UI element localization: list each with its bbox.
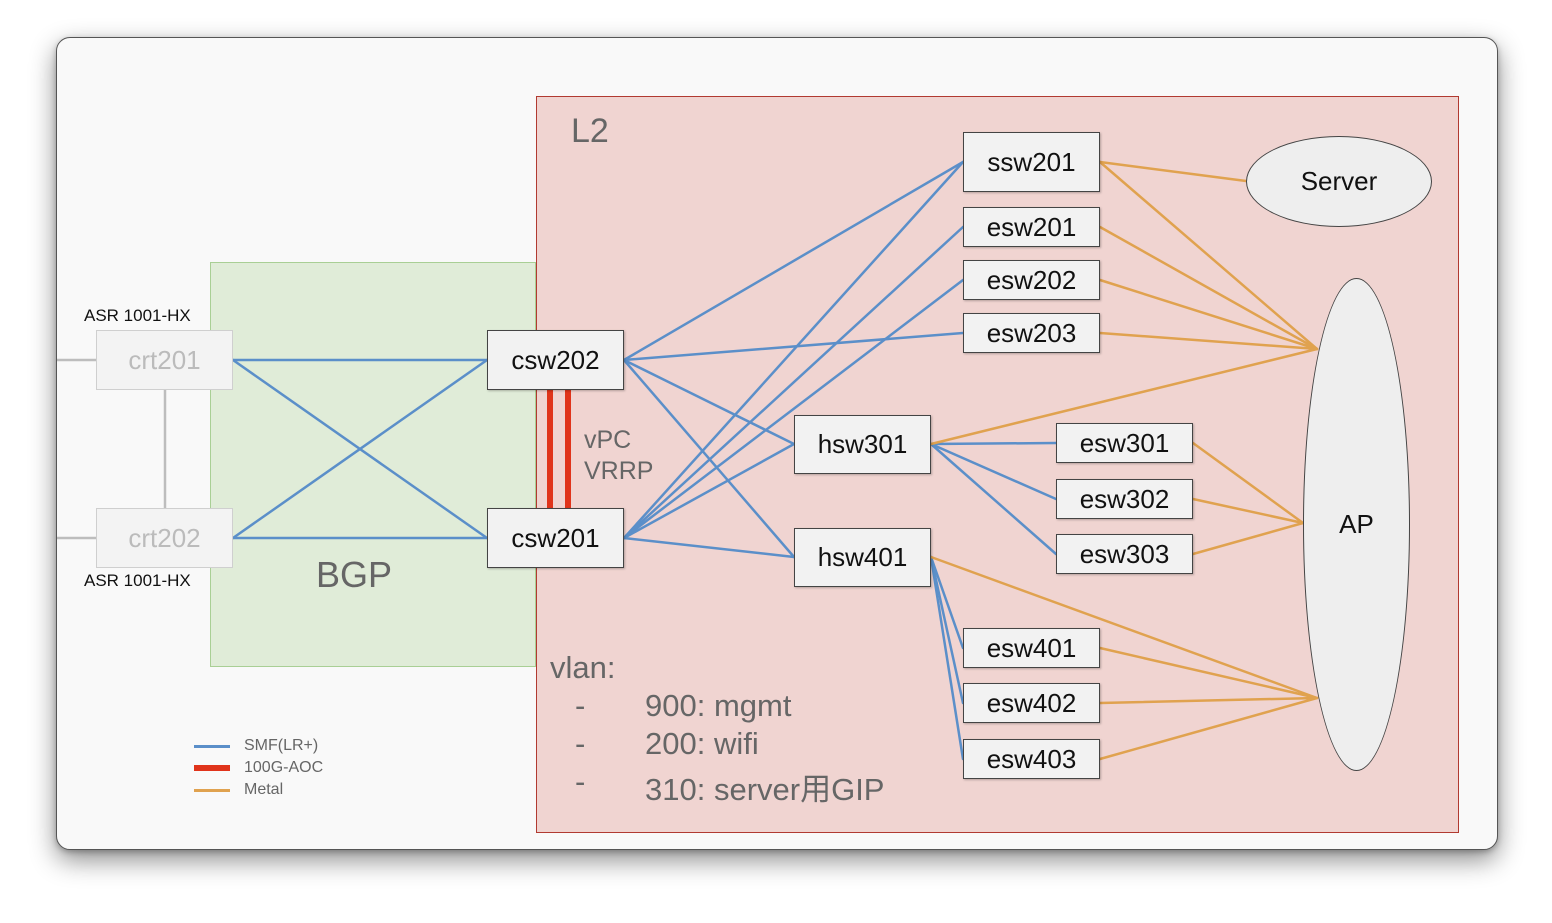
vlan-item-dash: - — [575, 688, 586, 723]
vpc-label: vPC — [584, 426, 632, 454]
link-metal-esw403-ap — [1098, 696, 1319, 761]
switch-esw403[interactable]: esw403 — [963, 739, 1100, 779]
crt201-model-label: ASR 1001-HX — [84, 306, 191, 325]
link-metal-esw401-ap — [1098, 646, 1319, 700]
switch-esw202[interactable]: esw202 — [963, 260, 1100, 300]
link-smf-csw202-esw203 — [622, 331, 965, 362]
vrrp-label: VRRP — [584, 457, 654, 485]
link-smf-csw202-ssw201 — [622, 160, 965, 362]
vlan-item: - 310: server用GIP — [575, 764, 915, 807]
switch-hsw301[interactable]: hsw301 — [794, 415, 931, 474]
link-smf-hsw301-esw302 — [929, 442, 1058, 501]
link-smf-hsw401-esw403 — [929, 555, 965, 761]
vlan-item: - 200: wifi — [575, 726, 915, 762]
link-metal-esw202-ap — [1098, 278, 1319, 351]
crt202-model-label: ASR 1001-HX — [84, 571, 191, 590]
vlan-item: - 900: mgmt — [575, 688, 915, 724]
legend-label-smf: SMF(LR+) — [244, 737, 319, 754]
vlan-item-dash: - — [575, 764, 586, 799]
legend-swatch-aoc — [194, 765, 230, 771]
link-smf-csw201-hsw401 — [622, 536, 796, 559]
link-metal-ssw201-ap — [1098, 160, 1319, 351]
link-smf-hsw401-esw401 — [929, 555, 965, 650]
bgp-zone — [210, 262, 536, 667]
vlan-title: vlan: — [550, 650, 616, 685]
link-smf-crt202-csw202 — [231, 358, 489, 540]
link-metal-esw302-ap — [1191, 497, 1305, 525]
legend-label-aoc: 100G-AOC — [244, 759, 324, 776]
vlan-item-dash: - — [575, 726, 586, 761]
link-smf-csw201-esw201 — [622, 225, 965, 540]
link-metal-hsw301-ap — [929, 347, 1319, 446]
switch-esw201[interactable]: esw201 — [963, 207, 1100, 247]
legend-swatch-metal — [194, 789, 230, 792]
vlan-item-text: 900: mgmt — [645, 688, 792, 723]
connection-lines — [57, 160, 1319, 761]
link-smf-hsw401-esw402 — [929, 555, 965, 705]
legend-item-smf: SMF(LR+) — [194, 737, 394, 755]
ap-node[interactable]: AP — [1303, 278, 1410, 771]
diagram-canvas: L2 BGP ASR 1001-HX ASR 1001-HX crt201 cr… — [56, 37, 1498, 850]
switch-esw203[interactable]: esw203 — [963, 313, 1100, 353]
switch-esw303[interactable]: esw303 — [1056, 534, 1193, 574]
bgp-zone-label: BGP — [316, 554, 393, 595]
server-node[interactable]: Server — [1246, 136, 1432, 227]
link-smf-hsw301-esw303 — [929, 442, 1058, 556]
link-smf-csw202-hsw301 — [622, 358, 796, 446]
link-metal-esw201-ap — [1098, 225, 1319, 351]
switch-hsw401[interactable]: hsw401 — [794, 528, 931, 587]
l2-zone-label: L2 — [571, 112, 609, 150]
link-metal-esw303-ap — [1191, 521, 1305, 556]
router-crt201[interactable]: crt201 — [96, 330, 233, 390]
link-smf-hsw301-esw301 — [929, 441, 1058, 446]
link-metal-esw402-ap — [1098, 696, 1319, 705]
link-metal-esw203-ap — [1098, 331, 1319, 351]
legend-item-metal: Metal — [194, 781, 394, 799]
link-metal-ssw201-server — [1098, 160, 1248, 183]
legend-label-metal: Metal — [244, 781, 284, 798]
switch-esw302[interactable]: esw302 — [1056, 479, 1193, 519]
link-smf-csw201-hsw301 — [622, 442, 796, 540]
switch-csw201[interactable]: csw201 — [487, 508, 624, 568]
switch-csw202[interactable]: csw202 — [487, 330, 624, 390]
switch-esw301[interactable]: esw301 — [1056, 423, 1193, 463]
switch-ssw201[interactable]: ssw201 — [963, 132, 1100, 192]
link-smf-csw201-esw202 — [622, 278, 965, 540]
switch-esw402[interactable]: esw402 — [963, 683, 1100, 723]
legend-item-aoc: 100G-AOC — [194, 759, 394, 777]
vlan-item-text: 310: server用GIP — [645, 772, 885, 807]
router-crt202[interactable]: crt202 — [96, 508, 233, 568]
link-smf-csw201-ssw201 — [622, 160, 965, 540]
vlan-item-text: 200: wifi — [645, 726, 759, 761]
switch-esw401[interactable]: esw401 — [963, 628, 1100, 668]
legend-swatch-smf — [194, 745, 230, 748]
link-metal-hsw401-ap — [929, 555, 1319, 700]
link-metal-esw301-ap — [1191, 441, 1305, 525]
